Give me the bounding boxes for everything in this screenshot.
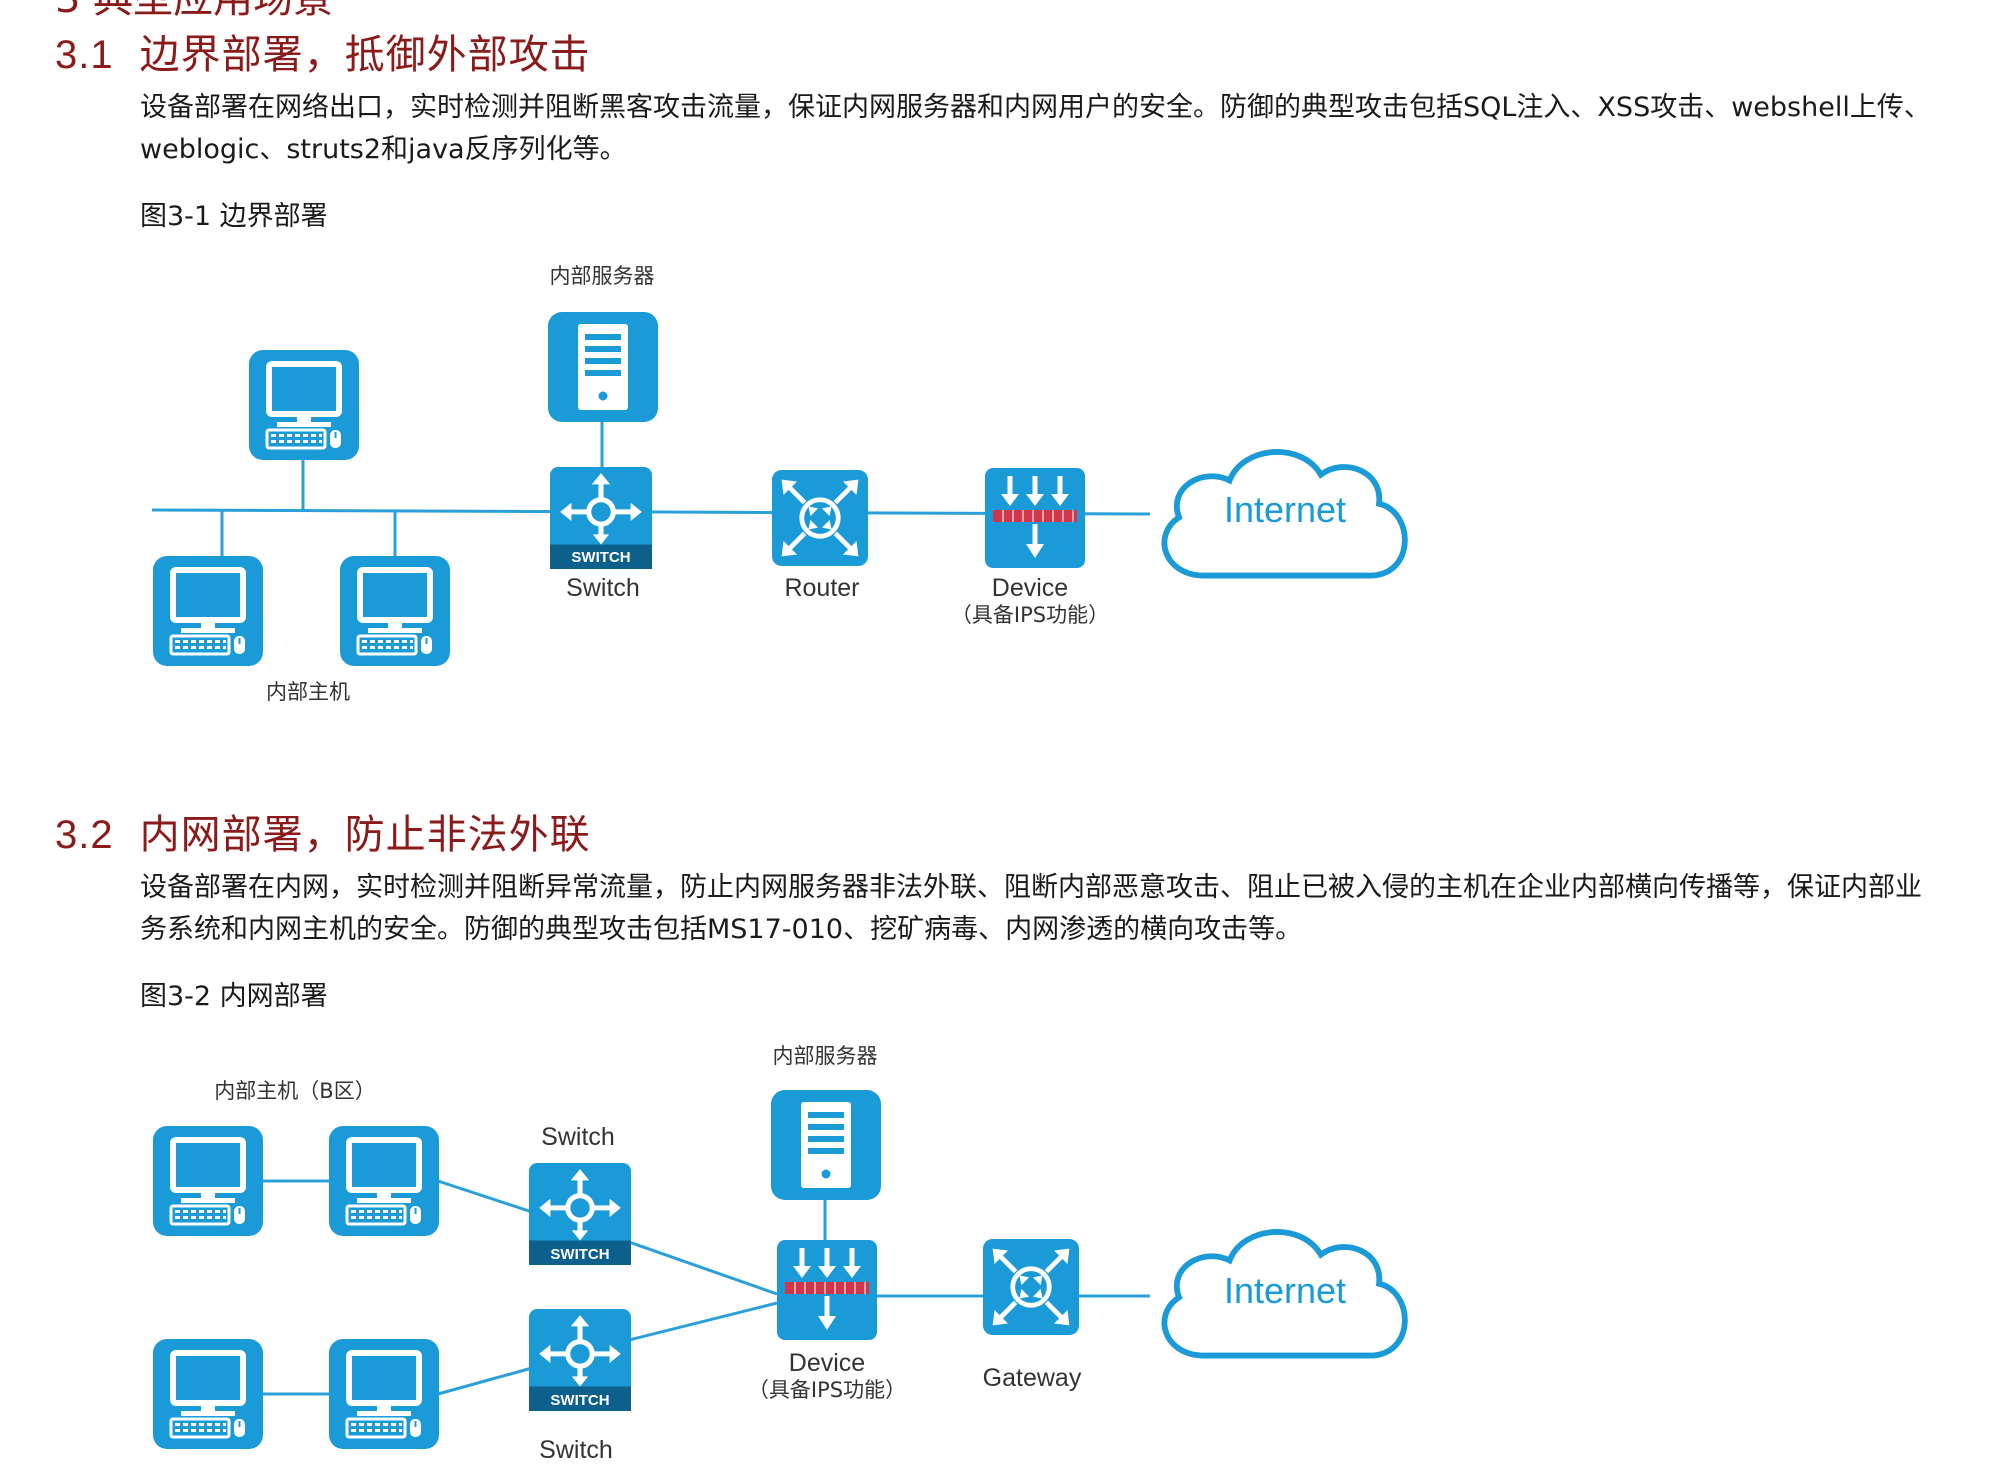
figure-caption-3-1: 图3-1 边界部署 [140, 201, 328, 232]
diagram-border-deployment: SWITCH Internet 内部服务器 内部主机 Switch Router… [151, 264, 1997, 704]
section-paragraph-3-2: 设备部署在内网，实时检测并阻断异常流量，防止内网服务器非法外联、阻断内部恶意攻击… [140, 872, 1922, 945]
device-sub-label: （具备IPS功能） [748, 1378, 906, 1402]
section-number: 3.2 [55, 813, 114, 857]
switch-icon: SWITCH [550, 467, 652, 569]
switch-top-label: Switch [541, 1123, 615, 1151]
server-label: 内部服务器 [773, 1044, 878, 1068]
device-label: Device [789, 1349, 865, 1377]
section-title: 内网部署，防止非法外联 [139, 812, 591, 858]
section-title: 边界部署，抵御外部攻击 [139, 32, 591, 78]
device-label: Device [992, 574, 1068, 602]
top-cut-heading: 3 典型应用场景 [55, 0, 333, 24]
section-heading-3-1: 3.1 边界部署，抵御外部攻击 [55, 22, 591, 80]
gateway-label: Gateway [983, 1364, 1082, 1392]
internet-label: Internet [1224, 1270, 1346, 1311]
server-label: 内部服务器 [550, 264, 655, 288]
gateway-icon [983, 1239, 1079, 1335]
ips-device-icon [777, 1240, 877, 1340]
computer-icon [153, 1126, 263, 1236]
switch-badge-text: SWITCH [550, 1392, 609, 1409]
hosts-label: 内部主机 [266, 680, 350, 704]
switch-icon: SWITCH [529, 1309, 631, 1411]
switch-badge-text: SWITCH [550, 1246, 609, 1263]
computer-icon [153, 1339, 263, 1449]
section-heading-3-2: 3.2 内网部署，防止非法外联 [55, 802, 591, 860]
internet-label: Internet [1224, 489, 1346, 530]
server-icon [771, 1090, 881, 1200]
device-sub-label: （具备IPS功能） [951, 603, 1109, 627]
switch-bottom-label: Switch [539, 1436, 613, 1464]
figure-caption-3-2: 图3-2 内网部署 [140, 981, 328, 1012]
computer-icon [329, 1339, 439, 1449]
switch-badge-text: SWITCH [571, 549, 630, 566]
section-paragraph-3-1: 设备部署在网络出口，实时检测并阻断黑客攻击流量，保证内网服务器和内网用户的安全。… [140, 92, 1931, 165]
computer-icon [329, 1126, 439, 1236]
switch-label: Switch [566, 574, 640, 602]
section-number: 3.1 [55, 33, 114, 77]
router-label: Router [784, 574, 859, 602]
switch-icon: SWITCH [529, 1163, 631, 1265]
hosts-label: 内部主机（B区） [214, 1079, 375, 1103]
